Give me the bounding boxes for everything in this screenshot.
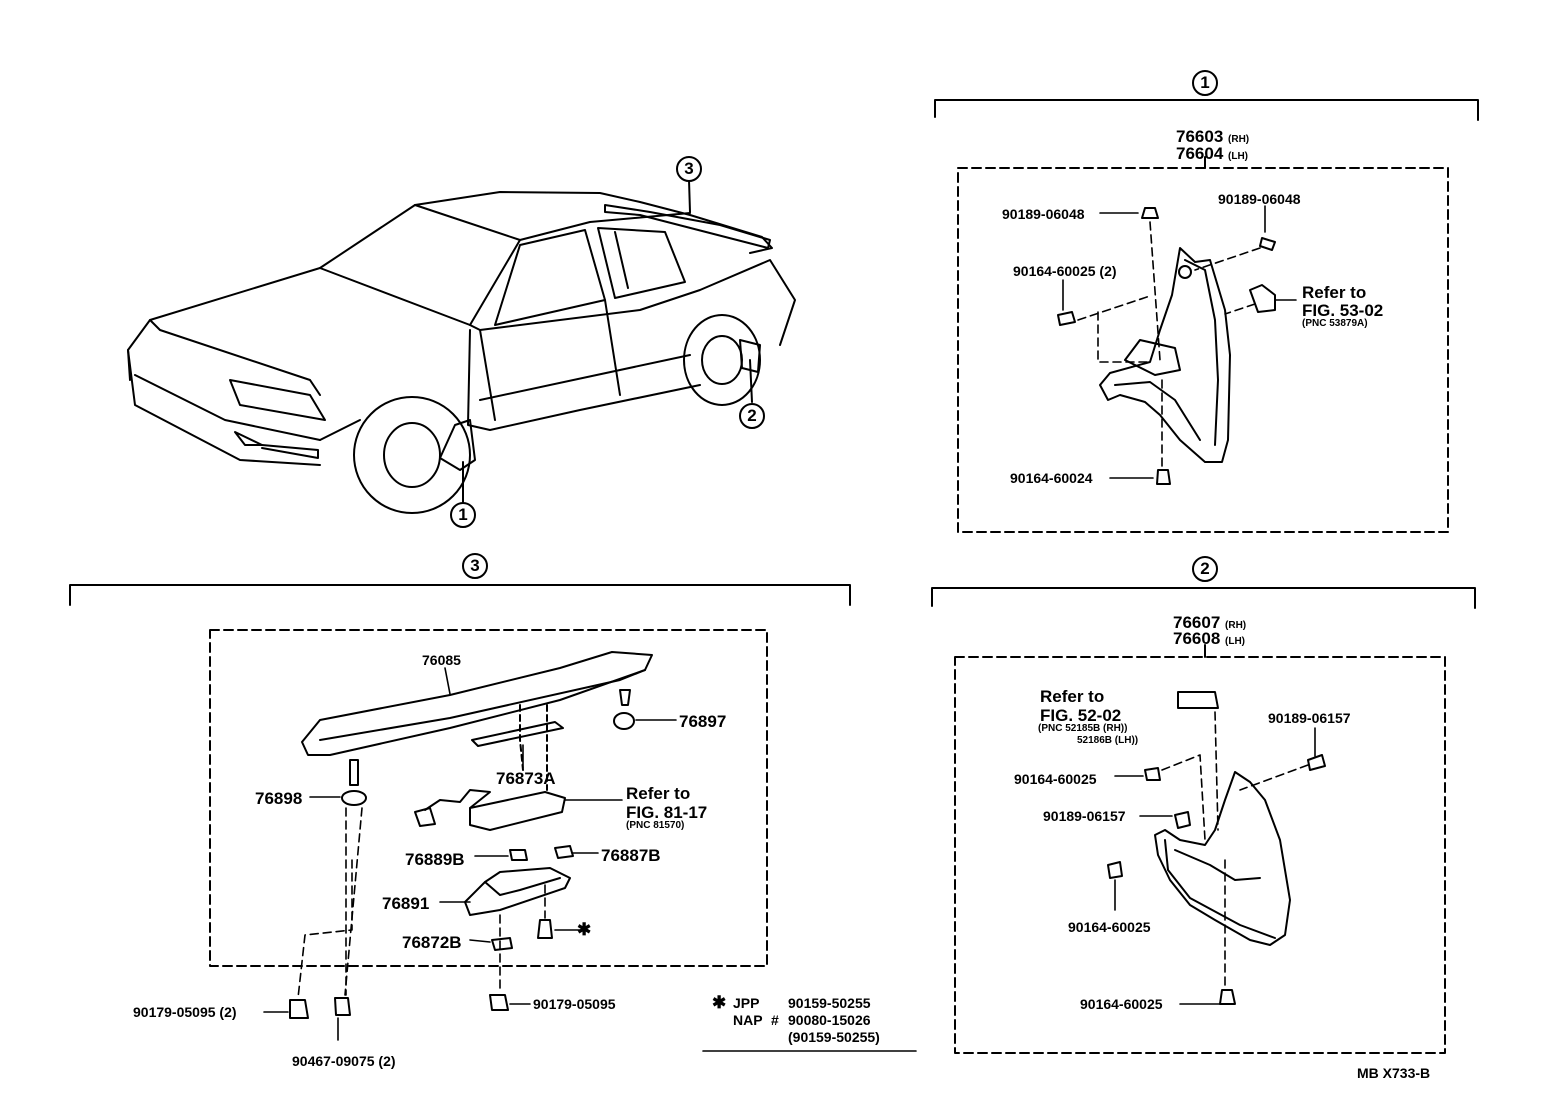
bolt-label-right: 90189-06048 bbox=[1218, 191, 1301, 207]
bolt-label-right: 90189-06157 bbox=[1268, 710, 1351, 726]
legend-jpp: JPP bbox=[733, 995, 760, 1011]
jpp-mark-icon: ✱ bbox=[577, 920, 592, 939]
section-2-frame bbox=[931, 587, 1476, 1054]
refer-pnc-rh-label: (PNC 52185B (RH)) bbox=[1038, 723, 1128, 734]
section-3-leaders bbox=[263, 667, 677, 1041]
nut-label-left: 90179-05095 (2) bbox=[133, 1004, 237, 1020]
gasket-label: 76872B bbox=[402, 933, 462, 952]
legend-mark-icon: ✱ bbox=[712, 993, 727, 1012]
legend-nap-part: 90080-15026 bbox=[788, 1012, 871, 1028]
rear-spoiler bbox=[289, 651, 653, 1019]
section-2-leaders bbox=[1114, 711, 1316, 1005]
bracket-label: 76891 bbox=[382, 894, 430, 913]
refer-fig-label: FIG. 52-02 bbox=[1040, 706, 1122, 725]
refer-fig-label: FIG. 81-17 bbox=[626, 803, 708, 822]
clip-label-left: 76889B bbox=[405, 850, 465, 869]
refer-pnc-label: (PNC 53879A) bbox=[1302, 318, 1368, 329]
mudguard-rear bbox=[1107, 691, 1326, 1005]
screw-label-lower: 90164-60025 bbox=[1080, 996, 1163, 1012]
callout-3-car: 3 bbox=[676, 156, 702, 182]
screw-label-upper: 90164-60025 bbox=[1014, 771, 1097, 787]
screw-label-middle: 90164-60025 bbox=[1068, 919, 1151, 935]
mudguard-front bbox=[1057, 207, 1276, 485]
section-3-frame bbox=[69, 584, 851, 967]
screw-label-lower: 90164-60024 bbox=[1010, 470, 1093, 486]
spoiler-label: 76085 bbox=[422, 652, 461, 668]
refer-to-label: Refer to bbox=[1040, 687, 1105, 706]
rivet-label: 90467-09075 (2) bbox=[292, 1053, 396, 1069]
callout-1-car: 1 bbox=[450, 502, 476, 528]
part-number-rh: 76607 (RH) bbox=[1173, 613, 1247, 632]
cap-label: 76897 bbox=[679, 712, 727, 731]
part-number-rh: 76603 (RH) bbox=[1176, 127, 1250, 146]
part-number-lh: 76608 (LH) bbox=[1173, 629, 1246, 648]
legend-nap-alt: (90159-50255) bbox=[788, 1029, 880, 1045]
pad-label: 76898 bbox=[255, 789, 303, 808]
refer-pnc-label: (PNC 81570) bbox=[626, 820, 685, 831]
callout-2-car: 2 bbox=[739, 403, 765, 429]
legend-jpp-part: 90159-50255 bbox=[788, 995, 871, 1011]
bolt-label-left: 90189-06157 bbox=[1043, 808, 1126, 824]
part-number-lh: 76604 (LH) bbox=[1176, 144, 1249, 163]
refer-pnc-lh-label: 52186B (LH)) bbox=[1077, 735, 1139, 746]
car-illustration bbox=[127, 179, 796, 514]
callout-3-section: 3 bbox=[462, 553, 488, 579]
strip-label: 76873A bbox=[496, 769, 556, 788]
section-1-frame bbox=[934, 99, 1479, 533]
refer-fig-label: FIG. 53-02 bbox=[1302, 301, 1384, 320]
section-1-leaders bbox=[1062, 205, 1297, 479]
legend-nap-mark: # bbox=[771, 1012, 779, 1028]
diagram-code: MB X733-B bbox=[1357, 1065, 1431, 1081]
legend-nap: NAP bbox=[733, 1012, 763, 1028]
nut-label-right: 90179-05095 bbox=[533, 996, 616, 1012]
refer-to-label: Refer to bbox=[1302, 283, 1367, 302]
callout-2-section: 2 bbox=[1192, 556, 1218, 582]
clip-label-right: 76887B bbox=[601, 846, 661, 865]
screw-label-upper: 90164-60025 (2) bbox=[1013, 263, 1117, 279]
bolt-label-left: 90189-06048 bbox=[1002, 206, 1085, 222]
refer-to-label: Refer to bbox=[626, 784, 691, 803]
callout-1-section: 1 bbox=[1192, 70, 1218, 96]
